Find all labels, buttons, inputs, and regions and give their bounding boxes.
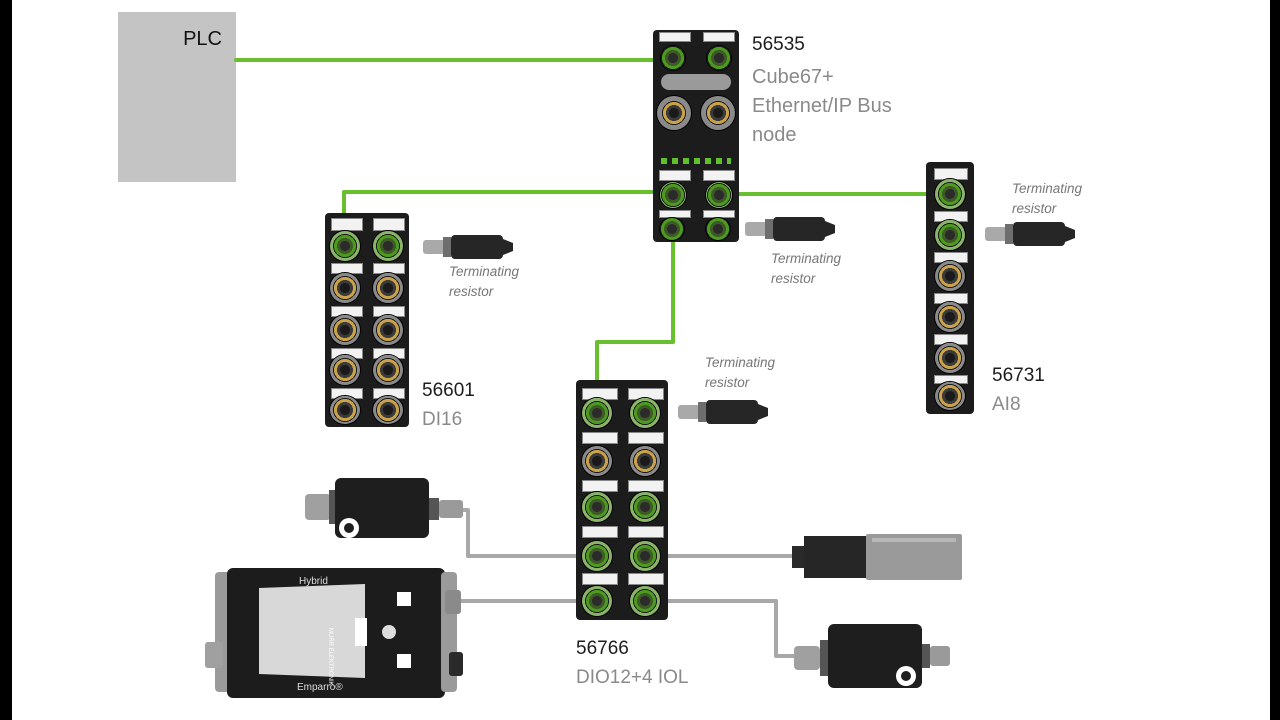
left-border — [0, 0, 12, 720]
port-icon — [330, 231, 360, 261]
port-icon — [582, 541, 612, 571]
port-icon — [701, 96, 735, 130]
dio-part-number: 56766 — [576, 638, 629, 659]
label-strip — [703, 170, 735, 181]
port-icon — [661, 46, 685, 70]
port-icon — [935, 302, 965, 332]
bus-node-part-number: 56535 — [752, 34, 805, 55]
sensor-icon — [305, 478, 463, 538]
port-icon — [706, 182, 732, 208]
port-icon — [582, 492, 612, 522]
label-strip — [373, 218, 405, 231]
port-icon — [373, 315, 403, 345]
dio-module — [576, 380, 668, 620]
di16-part-number: 56601 — [422, 380, 475, 401]
resistor-icon — [678, 400, 768, 424]
plc-box: PLC — [118, 12, 236, 182]
power-supply-icon: Hybrid Emparro® MURR ELEKTRONIK — [205, 566, 465, 700]
port-icon — [330, 273, 360, 303]
port-icon — [373, 355, 403, 385]
port-icon — [630, 541, 660, 571]
label-strip — [628, 432, 664, 444]
di16-name: DI16 — [422, 409, 463, 430]
port-icon — [582, 586, 612, 616]
port-icon — [935, 261, 965, 291]
label-strip — [659, 210, 691, 218]
port-icon — [330, 396, 360, 424]
port-icon — [660, 218, 684, 240]
port-icon — [330, 315, 360, 345]
power-supply-body — [205, 568, 463, 698]
resistor-label: Terminating resistor — [705, 355, 776, 390]
port-icon — [330, 355, 360, 385]
label-strip — [582, 526, 618, 538]
sensor-icon — [792, 534, 962, 580]
port-icon — [935, 179, 965, 209]
resistor-icon — [423, 235, 513, 259]
status-leds — [661, 158, 731, 164]
label-strip — [331, 218, 363, 231]
display-window — [661, 74, 731, 90]
port-icon — [373, 396, 403, 424]
label-strip — [582, 432, 618, 444]
resistor-label: Terminating resistor — [449, 264, 520, 299]
port-icon — [657, 96, 691, 130]
ai8-part-number: 56731 — [992, 365, 1045, 386]
resistor-icon — [985, 222, 1075, 246]
port-icon — [660, 182, 686, 208]
label-strip — [659, 170, 691, 181]
label-strip — [628, 573, 664, 585]
label-strip — [628, 480, 664, 492]
port-icon — [630, 586, 660, 616]
ai8-name: AI8 — [992, 394, 1021, 415]
power-supply-bottom-label: Emparro® — [297, 682, 343, 693]
resistor-label: Terminating resistor — [771, 251, 842, 286]
resistor-icon — [745, 217, 835, 241]
port-icon — [582, 446, 612, 476]
bus-node-name: Cube67+ Ethernet/IP Bus node — [752, 66, 892, 146]
port-icon — [935, 220, 965, 250]
port-icon — [707, 46, 731, 70]
label-strip — [582, 480, 618, 492]
resistor-label: Terminating resistor — [1012, 181, 1083, 216]
dio-name: DIO12+4 IOL — [576, 667, 689, 688]
label-strip — [659, 32, 691, 42]
port-icon — [706, 218, 730, 240]
sensor-icon — [794, 624, 950, 688]
port-icon — [630, 492, 660, 522]
label-strip — [582, 573, 618, 585]
di16-module — [325, 213, 409, 427]
label-strip — [628, 526, 664, 538]
bus-wire-dio — [595, 230, 675, 412]
port-icon — [373, 273, 403, 303]
power-supply-top-label: Hybrid — [299, 576, 328, 587]
port-icon — [630, 398, 660, 428]
port-icon — [630, 446, 660, 476]
port-icon — [935, 382, 965, 410]
port-icon — [935, 343, 965, 373]
label-strip — [703, 210, 735, 218]
port-icon — [373, 231, 403, 261]
ai8-module — [926, 162, 974, 414]
right-border — [1270, 0, 1280, 720]
bus-node-module — [653, 30, 739, 242]
io-wire-sensor-bottom — [650, 599, 800, 658]
port-icon — [582, 398, 612, 428]
plc-label: PLC — [183, 28, 222, 50]
label-strip — [703, 32, 735, 42]
power-supply-brand: MURR ELEKTRONIK — [327, 628, 333, 686]
